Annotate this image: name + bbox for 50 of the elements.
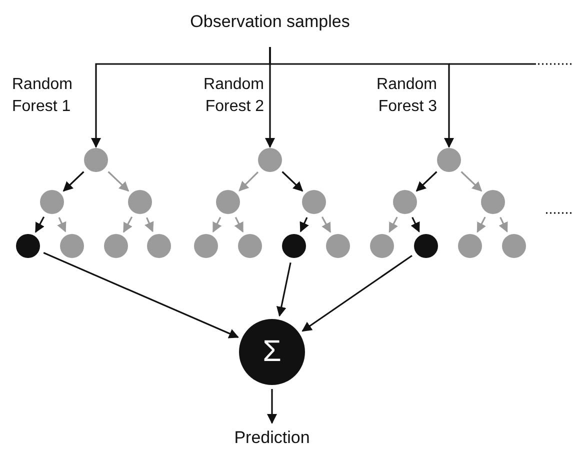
tree-node-circle [414,234,438,258]
arrow [302,254,412,332]
arrow [460,171,482,192]
arrow [276,262,292,317]
arrow [122,216,133,233]
arrow [410,217,420,232]
tree-node-circle [60,234,84,258]
arrow [282,171,304,192]
arrow [388,216,398,233]
tree-node-circle [258,148,282,172]
tree-node-circle [216,190,240,214]
arrow [212,216,222,233]
arrow [144,217,154,232]
tree-node-circle [104,234,128,258]
tree-node-circle [393,190,417,214]
tree-node-circle [437,148,461,172]
tree-node-circle [502,234,526,258]
tree-node-circle [481,190,505,214]
arrow [416,171,438,192]
node-label: Observation samples [170,11,370,33]
arrow [300,217,309,232]
arrow [57,217,66,232]
arrow [476,216,486,233]
arrow [108,171,130,192]
tree-node-circle [458,234,482,258]
tree-node-circle [282,234,306,258]
arrow [321,216,332,233]
tree-node-circle [238,234,262,258]
arrow [267,389,277,424]
arrow [238,171,259,192]
tree-node-circle [194,234,218,258]
tree-node-circle [326,234,350,258]
tree-node-circle [147,234,171,258]
node-label: Prediction [222,427,322,449]
sum-node: Σ [239,319,305,385]
forest-label: Random Forest 3 [376,75,437,117]
tree-node-circle [40,190,64,214]
tree-node-circle [84,148,108,172]
arrow [43,252,239,338]
arrow [269,47,454,148]
arrow [498,217,508,232]
tree-node-circle [16,234,40,258]
forest-label: Random Forest 2 [202,75,264,117]
tree-node-circle [370,234,394,258]
tree-node-circle [128,190,152,214]
forest-label: Random Forest 1 [12,75,74,117]
arrow [62,171,84,192]
arrow [34,216,45,233]
tree-node-circle [302,190,326,214]
arrow [234,216,244,233]
